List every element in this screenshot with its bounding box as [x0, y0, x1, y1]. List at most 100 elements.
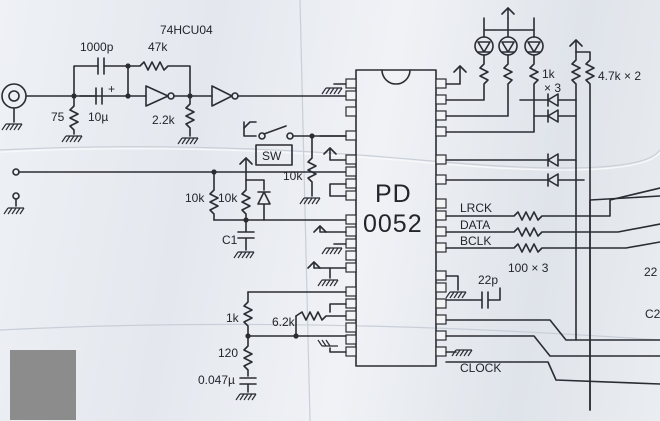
pullup-arrow: [569, 39, 583, 47]
gray-overlay-box: [10, 350, 76, 420]
chip-label-line1: PD: [375, 180, 412, 208]
pullup-arrow: [307, 261, 321, 269]
resistor-47k: [127, 61, 191, 97]
label-clock: CLOCK: [460, 361, 501, 375]
ground-symbol: [299, 197, 321, 205]
terminal: [12, 168, 20, 176]
label-r-2-2k: 2.2k: [152, 113, 176, 127]
capacitor-c1: [237, 219, 255, 251]
label-edge-c2: C2: [645, 307, 660, 321]
label-74hcu04: 74HCU04: [160, 23, 213, 37]
label-r-10k-a: 10k: [185, 191, 205, 205]
wire: [329, 183, 347, 197]
data-line: [445, 223, 660, 237]
label-r-47k: 47k: [148, 40, 168, 54]
chip-label-line2: 0052: [363, 210, 423, 238]
label-r-75: 75: [51, 110, 65, 124]
ground-symbol: [177, 137, 199, 145]
switch-lever: [263, 125, 287, 135]
label-c-22p: 22p: [478, 273, 498, 287]
label-sw: SW: [262, 149, 282, 163]
label-edge-22: 22: [644, 265, 658, 279]
label-data: DATA: [460, 218, 490, 232]
switch-box: [255, 144, 293, 166]
label-c-1000p: 1000p: [80, 40, 114, 54]
resistor-75: [69, 95, 79, 135]
label-r-100x3: 100 × 3: [508, 261, 549, 275]
ground-symbol: [445, 291, 467, 299]
label-c1: C1: [222, 233, 238, 247]
resistor-led-1: [445, 54, 489, 101]
capacitor-10u: [95, 87, 103, 105]
label-led-r-x3: × 3: [544, 81, 561, 95]
label-r-1k: 1k: [226, 311, 240, 325]
resistor-4-7k-b: [575, 51, 595, 411]
label-c-10u: 10µ: [88, 110, 108, 124]
wire: [445, 65, 461, 85]
ground-symbol: [451, 349, 473, 357]
paper-crease: [0, 147, 660, 171]
ground-symbol: [233, 251, 255, 259]
ground-mark: [243, 121, 257, 129]
terminal: [12, 192, 20, 200]
led-3: [524, 29, 544, 56]
ground-symbol: [61, 135, 83, 143]
capacitor-22p: [445, 287, 501, 309]
lrck-line: [445, 187, 660, 221]
pullup-arrow: [239, 157, 253, 165]
resistor-6-2k: [295, 311, 347, 321]
paper-crease: [0, 323, 660, 341]
inverter-gate-2: [211, 85, 233, 107]
wire: [243, 121, 257, 137]
diode-array: [445, 93, 585, 187]
ground-symbol: [321, 247, 343, 255]
ground-symbol: [317, 279, 339, 287]
wire: [329, 303, 347, 313]
label-r-10k-sw: 10k: [283, 169, 303, 183]
label-r-4-7k: 4.7k × 2: [598, 69, 641, 83]
switch-contact: [286, 132, 294, 140]
label-r-6-2k: 6.2k: [272, 315, 296, 329]
label-bclk: BCLK: [460, 234, 491, 248]
resistor-120: [243, 335, 253, 377]
label-led-r-1k: 1k: [542, 67, 556, 81]
chip-left-pins: [345, 78, 357, 357]
switch-contact: [258, 132, 266, 140]
ground-symbol: [317, 339, 338, 347]
wire: [445, 275, 459, 291]
label-c-0-047u: 0.047µ: [198, 373, 235, 387]
led-2: [498, 29, 518, 56]
paper-crease: [0, 146, 660, 169]
chip-notch: [381, 69, 411, 85]
resistor-led-2: [445, 54, 513, 117]
label-r-10k-b: 10k: [218, 191, 238, 205]
capacitor-1000p: [97, 57, 105, 75]
label-lrck: LRCK: [460, 201, 492, 215]
inverter-gate-1: [145, 85, 169, 107]
resistor-2-2k: [185, 95, 195, 137]
capacitor-0-047u: [239, 377, 257, 393]
resistor-10k-b: [241, 171, 251, 221]
wire: [329, 347, 347, 353]
led-1: [474, 29, 494, 56]
ground-symbol: [1, 123, 23, 131]
pullup-arrow: [323, 147, 337, 155]
paper-crease: [299, 0, 311, 421]
label-r-120: 120: [218, 346, 238, 360]
ground-symbol: [321, 87, 343, 95]
pullup-arrow: [313, 225, 327, 233]
wire: [445, 319, 660, 341]
wire: [73, 65, 99, 97]
ground-symbol: [235, 393, 257, 401]
pullup-arrow: [453, 65, 467, 73]
resistor-10k-a: [209, 171, 219, 221]
clock-line: [445, 361, 660, 385]
resistor-4-7k-a: [571, 51, 581, 341]
resistor-1k: [243, 291, 253, 337]
rca-input-jack: [1, 83, 27, 123]
bclk-line: [445, 241, 660, 253]
second-chip-edge: [589, 195, 660, 411]
diode: [245, 179, 271, 221]
